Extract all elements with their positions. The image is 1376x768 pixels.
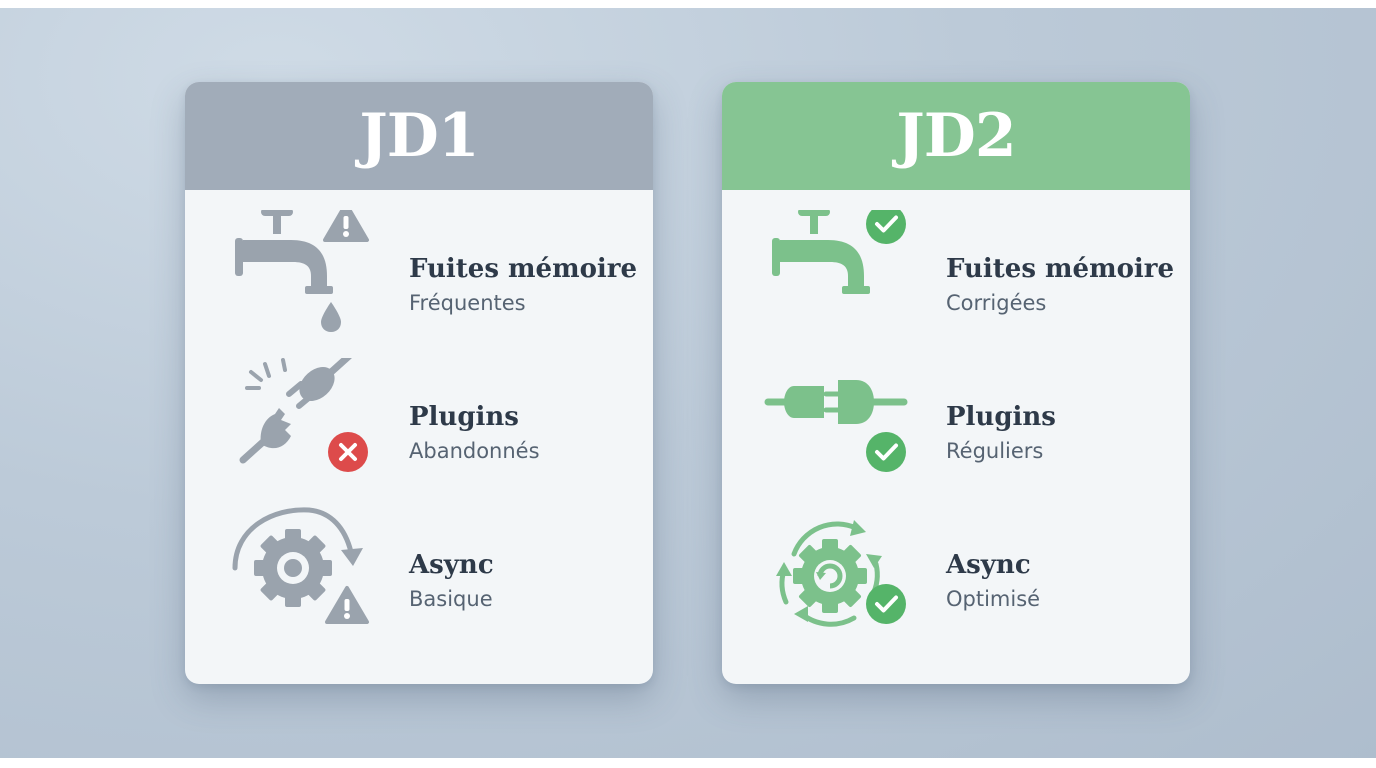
error-icon [328, 432, 368, 472]
jd1-async-subtitle: Basique [409, 587, 493, 611]
jd2-async-subtitle: Optimisé [946, 587, 1041, 611]
frame-bottom-border [0, 758, 1376, 768]
faucet-icon [235, 208, 333, 294]
jd1-plugins-icon-group [221, 352, 381, 498]
jd1-row-plugins: Plugins Abandonnés [185, 352, 653, 498]
warning-icon [325, 586, 369, 624]
jd1-memory-leaks-icon-group [221, 202, 381, 350]
jd2-plugins-subtitle: Réguliers [946, 439, 1044, 463]
card-jd2-title: JD2 [896, 101, 1016, 171]
jd1-plugins-text: Plugins Abandonnés [409, 400, 540, 466]
check-icon [866, 584, 906, 624]
jd1-async-title: Async [409, 550, 494, 580]
jd1-row-async: Async Basique [185, 506, 653, 646]
frame-top-border [0, 0, 1376, 8]
jd1-async-text: Async Basique [409, 548, 494, 614]
jd2-memory-leaks-icon-group [758, 204, 918, 350]
jd1-row-memory-leaks: Fuites mémoire Fréquentes [185, 202, 653, 350]
cycle-arrow-icon [232, 507, 363, 571]
card-jd1-header: JD1 [185, 82, 653, 190]
jd1-memory-leaks-text: Fuites mémoire Fréquentes [409, 252, 637, 318]
jd2-row-plugins: Plugins Réguliers [722, 358, 1190, 498]
gear-icon [254, 529, 332, 607]
jd2-plugins-title: Plugins [946, 402, 1056, 432]
jd2-row-async: Async Optimisé [722, 506, 1190, 646]
jd2-async-text: Async Optimisé [946, 548, 1040, 614]
jd2-memory-leaks-title: Fuites mémoire [946, 254, 1175, 284]
check-icon [866, 432, 906, 472]
warning-icon [323, 202, 369, 242]
jd1-memory-leaks-subtitle: Fréquentes [409, 291, 526, 315]
gear-cycle-icon [776, 520, 882, 627]
broken-plug-icon [239, 352, 353, 464]
card-jd2: JD2 Fuites mémoire Corrigées [722, 82, 1190, 684]
plug-connected-icon [764, 380, 908, 424]
jd1-memory-leaks-title: Fuites mémoire [409, 254, 638, 284]
jd2-memory-leaks-subtitle: Corrigées [946, 291, 1047, 315]
jd1-plugins-title: Plugins [409, 402, 519, 432]
card-jd1-title: JD1 [359, 101, 479, 171]
jd2-row-memory-leaks: Fuites mémoire Corrigées [722, 204, 1190, 350]
water-drop-icon [321, 302, 341, 332]
jd2-memory-leaks-text: Fuites mémoire Corrigées [946, 252, 1174, 318]
jd2-plugins-text: Plugins Réguliers [946, 400, 1056, 466]
jd1-async-icon-group [221, 506, 381, 646]
jd1-plugins-subtitle: Abandonnés [409, 439, 540, 463]
jd2-async-title: Async [946, 550, 1031, 580]
jd2-plugins-icon-group [758, 358, 918, 498]
check-icon [866, 204, 906, 244]
card-jd2-header: JD2 [722, 82, 1190, 190]
card-jd1: JD1 Fuites mémoire [185, 82, 653, 684]
faucet-icon [772, 208, 870, 294]
jd2-async-icon-group [758, 506, 918, 646]
